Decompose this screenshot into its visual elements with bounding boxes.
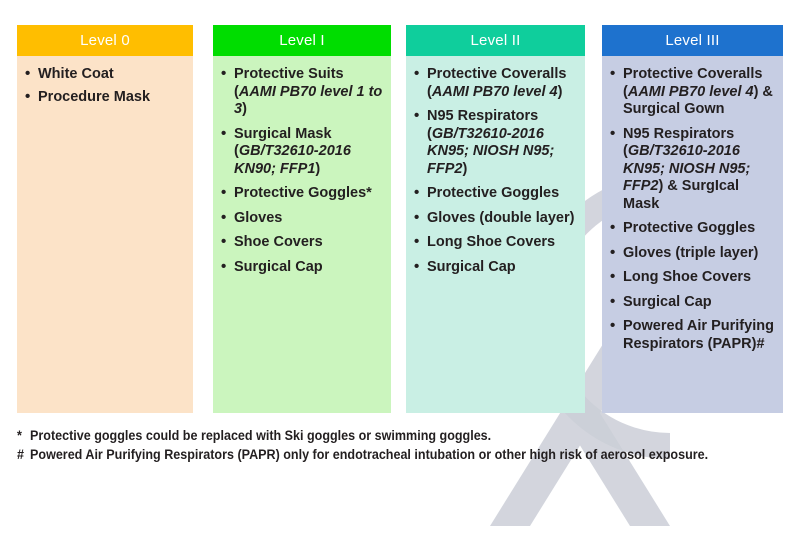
item-text: Gloves (234, 209, 283, 226)
item-text: Gloves (triple layer) (623, 244, 759, 261)
column-level-1: Level I Protective Suits (AAMI PB70 leve… (213, 25, 391, 413)
item-text: Surgical Mask ( (234, 125, 332, 160)
column-level-0: Level 0 White Coat Procedure Mask (17, 25, 193, 413)
list-item: Surgical Mask (GB/T32610-2016 KN90; FFP1… (221, 125, 385, 179)
item-text: N95 Respirators ( (427, 108, 539, 142)
list-item: N95 Respirators (GB/T32610-2016 KN95; NI… (610, 125, 777, 214)
list-item: Gloves (double layer) (414, 209, 579, 228)
item-tail: ) (242, 101, 247, 117)
item-text: White Coat (38, 66, 114, 82)
item-text: Protective Goggles* (234, 185, 372, 201)
list-item: Protective Coveralls (AAMI PB70 level 4)… (610, 65, 777, 119)
item-tail: ) (462, 160, 468, 177)
item-text: Protective Goggles (427, 185, 560, 201)
item-text: Gloves (double layer) (427, 209, 575, 226)
item-tail: ) & SurgIcal Mask (623, 178, 740, 212)
footnote-text: Powered Air Purifying Respirators (PAPR)… (30, 447, 709, 462)
item-tail: ) (315, 160, 321, 177)
item-text: Surgical Cap (427, 258, 516, 275)
footnote-marker: # (17, 447, 24, 462)
item-standard: AAMI PB70 level 1 to 3 (234, 83, 383, 118)
item-list-level-1: Protective Suits (AAMI PB70 level 1 to 3… (221, 65, 385, 277)
item-text: Surgical Cap (623, 293, 712, 310)
item-text: Procedure Mask (38, 88, 151, 105)
footnotes: * Protective goggles could be replaced w… (17, 426, 777, 464)
item-text: Shoe Covers (234, 234, 323, 250)
item-text: Protective Suits ( (234, 66, 344, 100)
list-item: Gloves (221, 209, 385, 228)
column-level-2: Level II Protective Coveralls (AAMI PB70… (406, 25, 585, 413)
list-item: Protective Goggles (610, 219, 777, 238)
list-item: Long Shoe Covers (610, 268, 777, 287)
item-text: Powered Air Purifying Respirators (PAPR)… (623, 318, 774, 352)
column-header-level-1: Level I (213, 25, 391, 56)
column-body-level-3: Protective Coveralls (AAMI PB70 level 4)… (602, 56, 783, 413)
list-item: Procedure Mask (25, 88, 187, 107)
item-standard: AAMI PB70 level 4 (431, 83, 558, 100)
list-item: Gloves (triple layer) (610, 244, 777, 263)
column-body-level-2: Protective Coveralls (AAMI PB70 level 4)… (406, 56, 585, 413)
list-item: Surgical Cap (414, 258, 579, 277)
list-item: Surgical Cap (610, 293, 777, 312)
item-text: Protective Goggles (623, 220, 756, 236)
list-item: N95 Respirators (GB/T32610-2016 KN95; NI… (414, 107, 579, 178)
item-text: Long Shoe Covers (427, 234, 556, 250)
list-item: White Coat (25, 65, 187, 84)
item-standard: GB/T32610-2016 KN95; NIOSH N95; FFP2 (623, 143, 751, 194)
item-list-level-2: Protective Coveralls (AAMI PB70 level 4)… (414, 65, 579, 277)
list-item: Shoe Covers (221, 233, 385, 252)
item-tail: ) (557, 83, 563, 100)
list-item: Powered Air Purifying Respirators (PAPR)… (610, 317, 777, 353)
column-body-level-0: White Coat Procedure Mask (17, 56, 193, 413)
item-standard: GB/T32610-2016 KN95; NIOSH N95; FFP2 (427, 125, 555, 177)
list-item: Protective Goggles* (221, 184, 385, 203)
footnote-asterisk: * Protective goggles could be replaced w… (17, 426, 724, 445)
item-standard: GB/T32610-2016 KN90; FFP1 (234, 143, 351, 177)
list-item: Long Shoe Covers (414, 233, 579, 252)
list-item: Surgical Cap (221, 258, 385, 277)
ppe-level-table: Level 0 White Coat Procedure Mask Level … (0, 0, 800, 416)
column-header-level-3: Level III (602, 25, 783, 56)
column-level-3: Level III Protective Coveralls (AAMI PB7… (602, 25, 783, 413)
list-item: Protective Goggles (414, 184, 579, 203)
item-text: Protective Coveralls ( (623, 66, 763, 100)
item-text: N95 Respirators ( (623, 125, 735, 160)
list-item: Protective Coveralls (AAMI PB70 level 4) (414, 65, 579, 101)
column-body-level-1: Protective Suits (AAMI PB70 level 1 to 3… (213, 56, 391, 413)
column-header-level-0: Level 0 (17, 25, 193, 56)
footnote-text: Protective goggles could be replaced wit… (30, 428, 492, 443)
footnote-hash: # Powered Air Purifying Respirators (PAP… (17, 445, 724, 464)
item-text: Surgical Cap (234, 258, 323, 275)
list-item: Protective Suits (AAMI PB70 level 1 to 3… (221, 65, 385, 119)
column-header-level-2: Level II (406, 25, 585, 56)
item-text: Long Shoe Covers (623, 269, 752, 285)
item-list-level-0: White Coat Procedure Mask (25, 65, 187, 107)
item-tail: ) & Surgical Gown (623, 83, 773, 118)
item-text: Protective Coveralls ( (427, 66, 567, 100)
item-list-level-3: Protective Coveralls (AAMI PB70 level 4)… (610, 65, 777, 353)
footnote-marker: * (17, 428, 22, 443)
item-standard: AAMI PB70 level 4 (627, 83, 754, 100)
